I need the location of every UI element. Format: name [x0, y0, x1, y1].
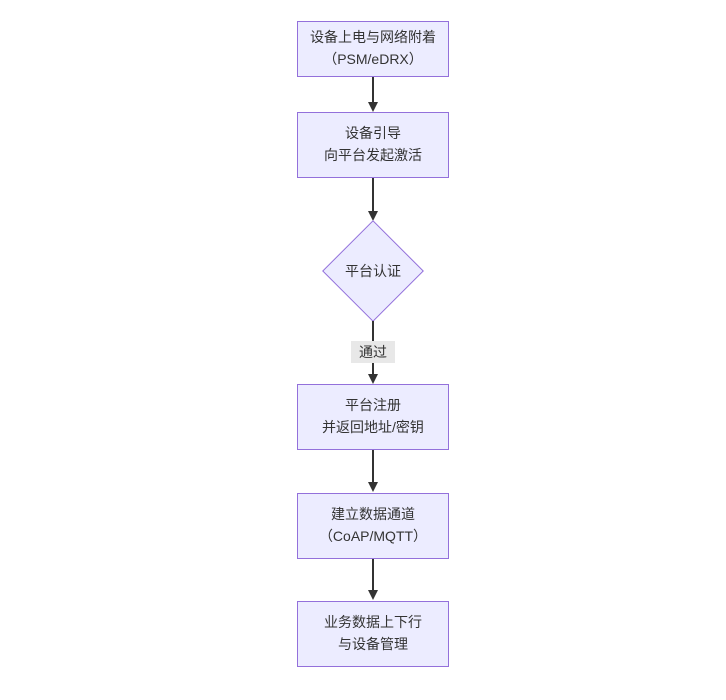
node-label-line: 建立数据通道: [331, 506, 415, 523]
node-label-line: 设备引导: [345, 125, 401, 142]
node-label-line: 向平台发起激活: [324, 147, 422, 163]
arrow-head-icon: [368, 102, 378, 112]
arrow-line: [372, 178, 374, 212]
node-data-channel: 建立数据通道 （CoAP/MQTT）: [297, 493, 449, 559]
arrow-head-icon: [368, 211, 378, 221]
node-label-line: 平台注册: [345, 397, 401, 414]
node-label-line: 设备上电与网络附着: [310, 29, 436, 46]
node-platform-auth-label: 平台认证: [345, 263, 401, 279]
edge-label-pass: 通过: [351, 341, 395, 363]
node-label-line: （PSM/eDRX）: [323, 51, 423, 67]
node-device-bootstrap: 设备引导 向平台发起激活: [297, 112, 449, 178]
node-power-network-attach: 设备上电与网络附着 （PSM/eDRX）: [297, 21, 449, 77]
node-platform-register: 平台注册 并返回地址/密钥: [297, 384, 449, 450]
arrow-line: [372, 559, 374, 591]
arrow-line: [372, 450, 374, 483]
node-label-line: 与设备管理: [338, 636, 408, 652]
arrow-head-icon: [368, 374, 378, 384]
node-label-line: 并返回地址/密钥: [322, 419, 424, 435]
node-label-line: 业务数据上下行: [324, 614, 422, 631]
node-label-line: （CoAP/MQTT）: [318, 528, 428, 544]
arrow-line: [372, 77, 374, 102]
arrow-head-icon: [368, 482, 378, 492]
node-business-data-management: 业务数据上下行 与设备管理: [297, 601, 449, 667]
arrow-head-icon: [368, 590, 378, 600]
